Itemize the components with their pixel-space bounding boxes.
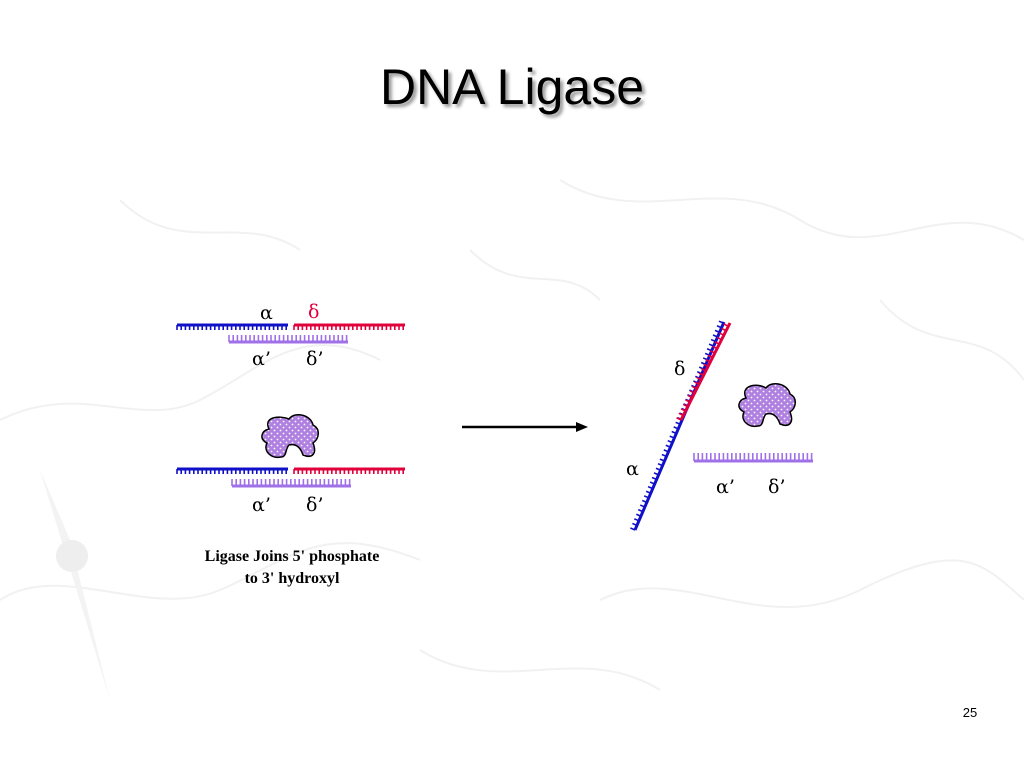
label-delta-prime: δ’: [768, 476, 786, 498]
strand-alpha: [176, 323, 288, 330]
strand-complement: [693, 453, 813, 463]
strand-delta: [293, 467, 405, 474]
label-delta: δ: [308, 301, 320, 323]
caption-line-1: Ligase Joins 5' phosphate: [204, 548, 380, 565]
label-alpha-prime: α’: [252, 494, 271, 516]
strand-alpha: [630, 320, 726, 531]
strand-delta: [293, 323, 405, 330]
reaction-arrow: [462, 422, 588, 432]
label-delta-prime: δ’: [306, 494, 324, 516]
slide-title: DNA Ligase: [379, 59, 645, 115]
label-delta: δ: [674, 358, 686, 380]
label-alpha-prime: α’: [252, 348, 271, 370]
label-alpha-prime: α’: [716, 476, 735, 498]
dna-strands: [176, 320, 813, 531]
caption-line-2: to 3' hydroxyl: [244, 570, 340, 587]
strand-alpha: [176, 467, 288, 474]
strand-delta: [676, 322, 732, 421]
label-delta-prime: δ’: [306, 348, 324, 370]
ligase-enzyme: [261, 414, 319, 459]
strand-complement: [228, 335, 348, 344]
strand-complement: [231, 479, 351, 488]
caption: Ligase Joins 5' phosphate to 3' hydroxyl: [160, 546, 424, 590]
label-alpha: α: [626, 458, 639, 480]
ligase-enzyme-released: [738, 383, 796, 428]
page-number: 25: [962, 705, 978, 720]
label-alpha: α: [260, 302, 273, 324]
